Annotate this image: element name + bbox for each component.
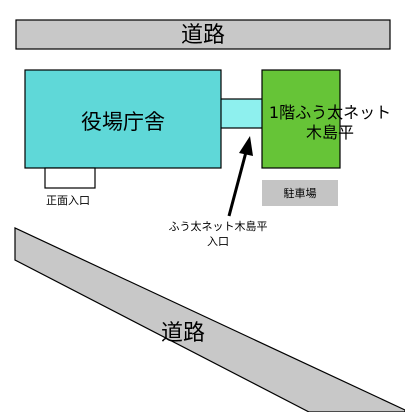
parking-label: 駐車場 xyxy=(284,186,317,200)
road-bottom-label: 道路 xyxy=(161,321,205,346)
entrance-arrow-head xyxy=(239,136,253,156)
fuuta-net-label-line1: 1階ふう太ネット xyxy=(269,103,391,122)
annotation-line2: 入口 xyxy=(207,235,229,248)
corridor xyxy=(219,98,265,129)
road-top xyxy=(15,19,391,50)
annotation-line1: ふう太ネット木島平 xyxy=(169,219,268,233)
city-hall-building xyxy=(24,69,222,169)
front-entrance-box xyxy=(44,167,96,189)
parking-area xyxy=(262,180,338,206)
entrance-arrow-shaft xyxy=(227,151,248,217)
road-bottom xyxy=(14,227,405,412)
fuuta-net-label-line2: 木島平 xyxy=(306,123,354,142)
fuuta-net-building xyxy=(261,69,341,169)
road-top-label: 道路 xyxy=(181,23,225,48)
city-hall-label: 役場庁舎 xyxy=(81,110,165,134)
front-entrance-label: 正面入口 xyxy=(46,194,90,207)
